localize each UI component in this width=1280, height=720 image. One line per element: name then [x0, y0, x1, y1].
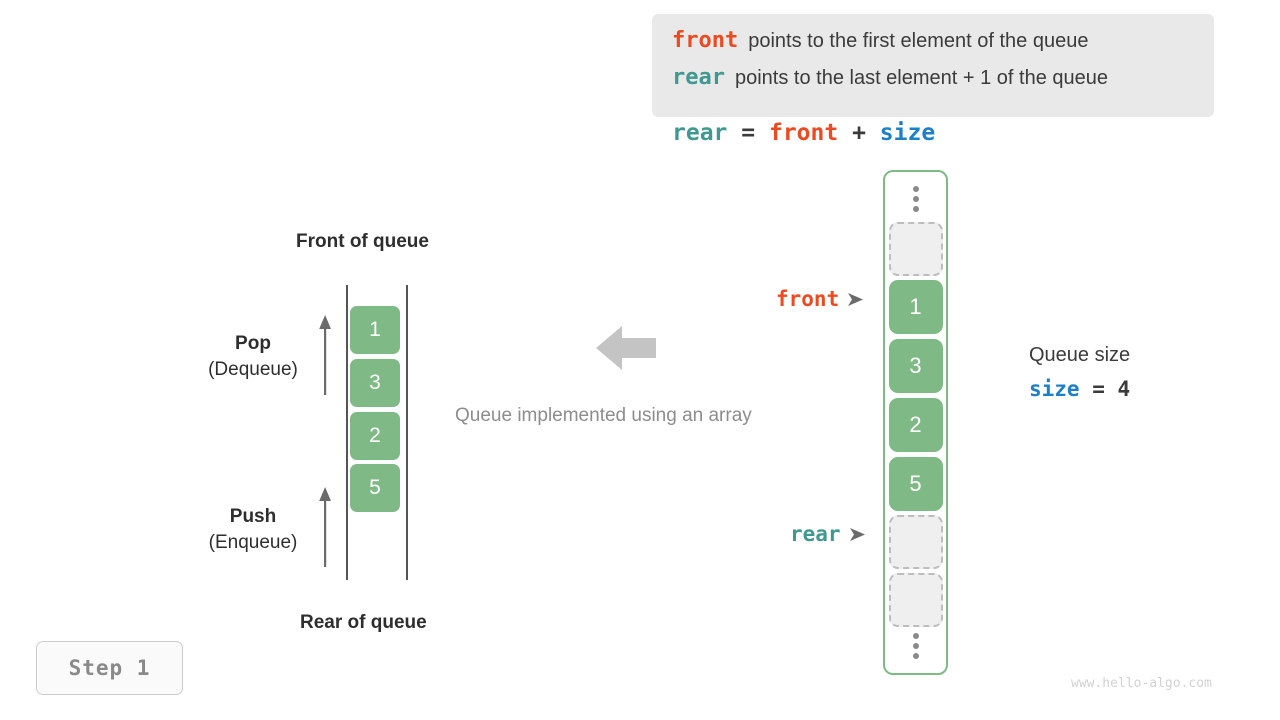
equation-front-term: front [768, 120, 839, 146]
array-cell-filled: 5 [888, 457, 943, 511]
pop-title: Pop [235, 333, 271, 354]
push-title: Push [229, 506, 277, 527]
pop-up-arrow-icon [319, 315, 331, 395]
pointer-arrow-right-icon [849, 527, 865, 541]
array-cell-empty [888, 515, 943, 569]
watermark: www.hello-algo.com [1071, 676, 1212, 691]
array-cell-empty [888, 573, 943, 627]
left-arrow-icon [596, 326, 656, 370]
queue-box: 3 [350, 359, 400, 407]
ellipsis-dots-top-icon [912, 186, 919, 212]
queue-size-title: Queue size [1029, 344, 1131, 366]
push-subtitle: (Enqueue) [208, 532, 298, 553]
rear-of-queue-label: Rear of queue [300, 612, 427, 633]
pointer-arrow-right-icon [848, 292, 864, 306]
front-of-queue-label: Front of queue [296, 231, 429, 252]
rear-equation: rear = front + size [672, 120, 935, 146]
size-equals: = [1092, 377, 1105, 401]
equation-plus: + [852, 120, 866, 146]
size-variable: size [1029, 377, 1080, 401]
equation-size-term: size [879, 120, 936, 146]
array-cell-filled: 2 [888, 398, 943, 452]
push-label: Push (Enqueue) [168, 506, 338, 554]
queue-box: 1 [350, 306, 400, 354]
pop-label: Pop (Dequeue) [168, 333, 338, 381]
equation-rear-term: rear [672, 120, 728, 146]
rear-keyword: rear [672, 65, 725, 90]
queue-size-block: Queue size size = 4 [1029, 344, 1130, 401]
front-pointer: front [776, 287, 865, 311]
center-caption: Queue implemented using an array [455, 405, 752, 426]
front-pointer-label: front [776, 287, 840, 311]
queue-box: 2 [350, 412, 400, 460]
size-number: 4 [1117, 377, 1131, 401]
array-container: 1 3 2 5 [883, 170, 948, 675]
array-cell-filled: 3 [888, 339, 943, 393]
push-up-arrow-icon [319, 487, 331, 567]
queue-box: 5 [350, 464, 400, 512]
front-description: points to the first element of the queue [748, 30, 1089, 52]
queue-size-value: size = 4 [1029, 377, 1130, 401]
rear-pointer-label: rear [790, 522, 841, 546]
array-cell-empty [888, 222, 943, 276]
legend-box: front points to the first element of the… [652, 14, 1214, 117]
queue-rail-right [406, 285, 408, 580]
step-badge: Step 1 [36, 641, 183, 695]
legend-line-rear: rear points to the last element + 1 of t… [672, 65, 1194, 102]
rear-description: points to the last element + 1 of the qu… [734, 67, 1109, 89]
ellipsis-dots-bottom-icon [912, 633, 919, 659]
queue-rail-left [346, 285, 348, 580]
rear-pointer: rear [790, 522, 867, 546]
legend-line-front: front points to the first element of the… [672, 28, 1194, 65]
front-keyword: front [672, 28, 739, 53]
equation-equals: = [741, 120, 756, 146]
pop-subtitle: (Dequeue) [208, 359, 298, 380]
array-cell-filled: 1 [888, 280, 943, 334]
